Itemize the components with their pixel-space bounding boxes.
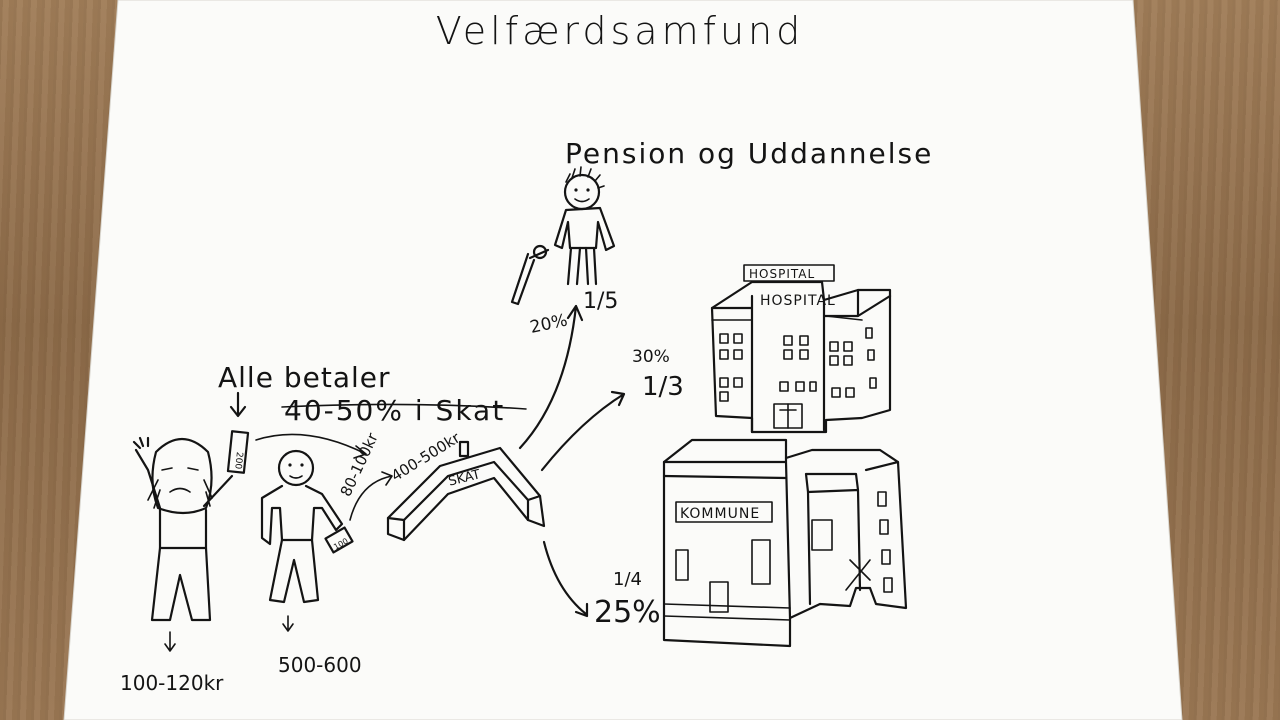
arrow-to-pension (518, 304, 584, 450)
hospital-wall-label: HOSPITAL (760, 293, 836, 309)
income-person1: 100-120kr (120, 671, 224, 695)
pensioner-figure (510, 166, 616, 306)
note-200: 200 (232, 451, 244, 469)
person-mid-income (260, 449, 354, 604)
pension-share-fraction: 1/5 (583, 289, 618, 314)
hospital-share-fraction: 1/3 (642, 372, 684, 402)
page-title: Velfærdsamfund (436, 9, 805, 53)
alle-betaler-label: Alle betaler (218, 361, 391, 394)
arrow-to-mid-amount (349, 471, 393, 521)
income-person2: 500-600 (278, 653, 362, 677)
pension-label: Pension og Uddannelse (565, 137, 933, 170)
arrow-to-kommune (542, 540, 589, 618)
arrow-to-small-amount (255, 433, 367, 459)
kommune-building (662, 438, 908, 648)
skat-tax-box (386, 440, 546, 542)
arrow-down-person1 (164, 631, 176, 652)
kommune-sign: KOMMUNE (680, 506, 760, 522)
person-low-income (132, 430, 250, 622)
arrow-down-alle (229, 391, 247, 418)
hospital-share-percent: 30% (632, 347, 670, 367)
arrow-to-hospital (540, 390, 626, 472)
hospital-sign: HOSPITAL (749, 267, 815, 281)
kommune-share-fraction: 1/4 (613, 569, 642, 590)
arrow-down-person2 (282, 615, 294, 632)
tax-rate-label: 40-50% i Skat (284, 394, 505, 427)
hospital-building (710, 264, 892, 434)
kommune-share-percent: 25% (594, 595, 661, 630)
